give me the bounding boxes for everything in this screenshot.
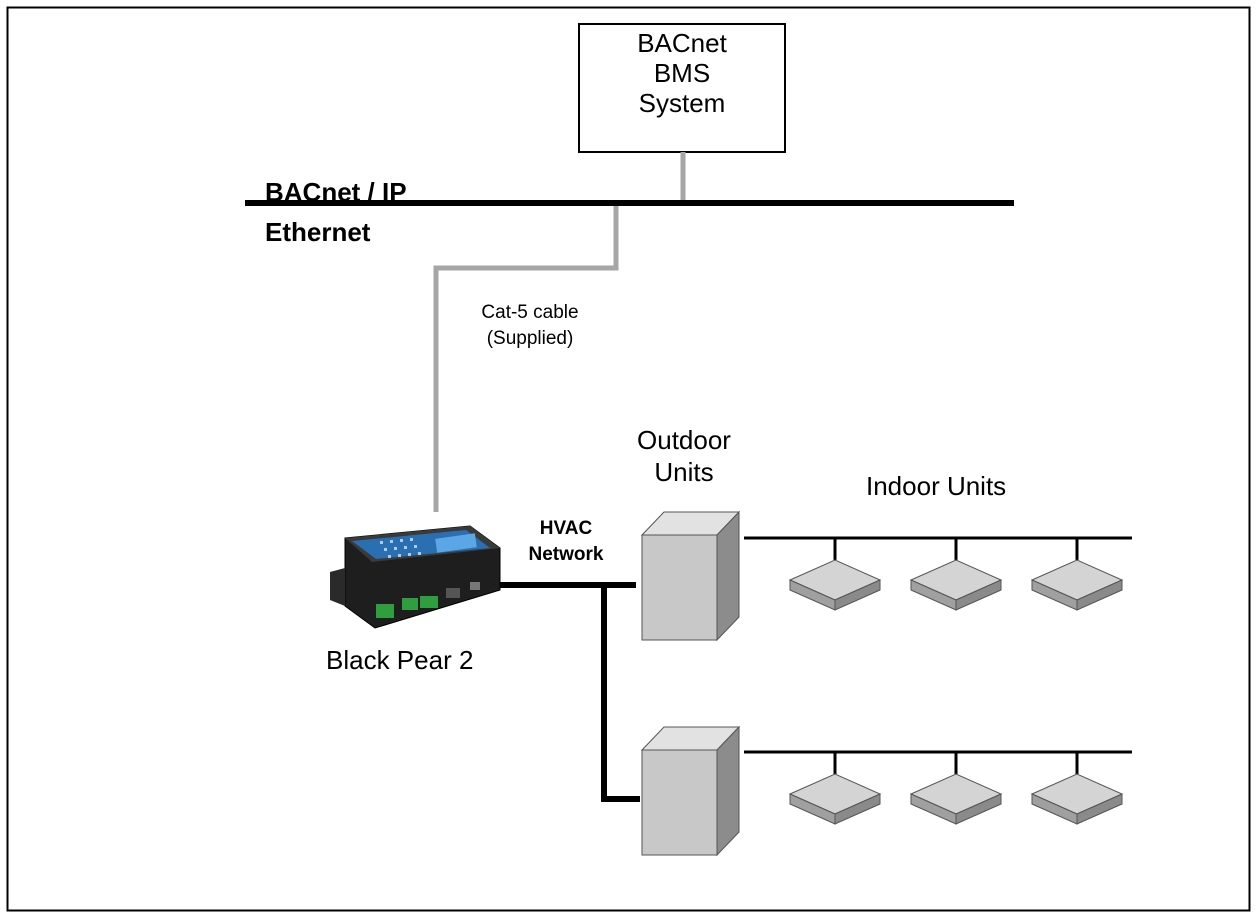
indoor-unit-icon	[1030, 538, 1124, 611]
gateway-device-label: Black Pear 2	[326, 645, 474, 675]
indoor-unit-icon	[909, 752, 1003, 825]
hvac-network-label: HVAC Network	[528, 518, 604, 565]
indoor-units-label: Indoor Units	[866, 471, 1007, 501]
indoor-unit-icon	[909, 538, 1003, 611]
gateway-device-icon	[330, 525, 501, 629]
diagram-border	[6, 6, 1251, 912]
indoor-unit-icon	[788, 752, 882, 825]
cat5-cable	[433, 204, 619, 512]
outdoor-unit-icon	[640, 725, 741, 857]
cat5-cable-label: Cat-5 cable (Supplied)	[481, 302, 579, 349]
ethernet-bus-label: BACnet / IP Ethernet	[265, 177, 407, 247]
hvac-network-branch	[601, 585, 640, 802]
indoor-unit-icon	[788, 538, 882, 611]
outdoor-units-label: Outdoor Units	[637, 425, 731, 487]
bms-system-label: BACnet BMS System	[637, 28, 727, 118]
indoor-unit-icon	[1030, 752, 1124, 825]
outdoor-unit-icon	[640, 510, 741, 642]
